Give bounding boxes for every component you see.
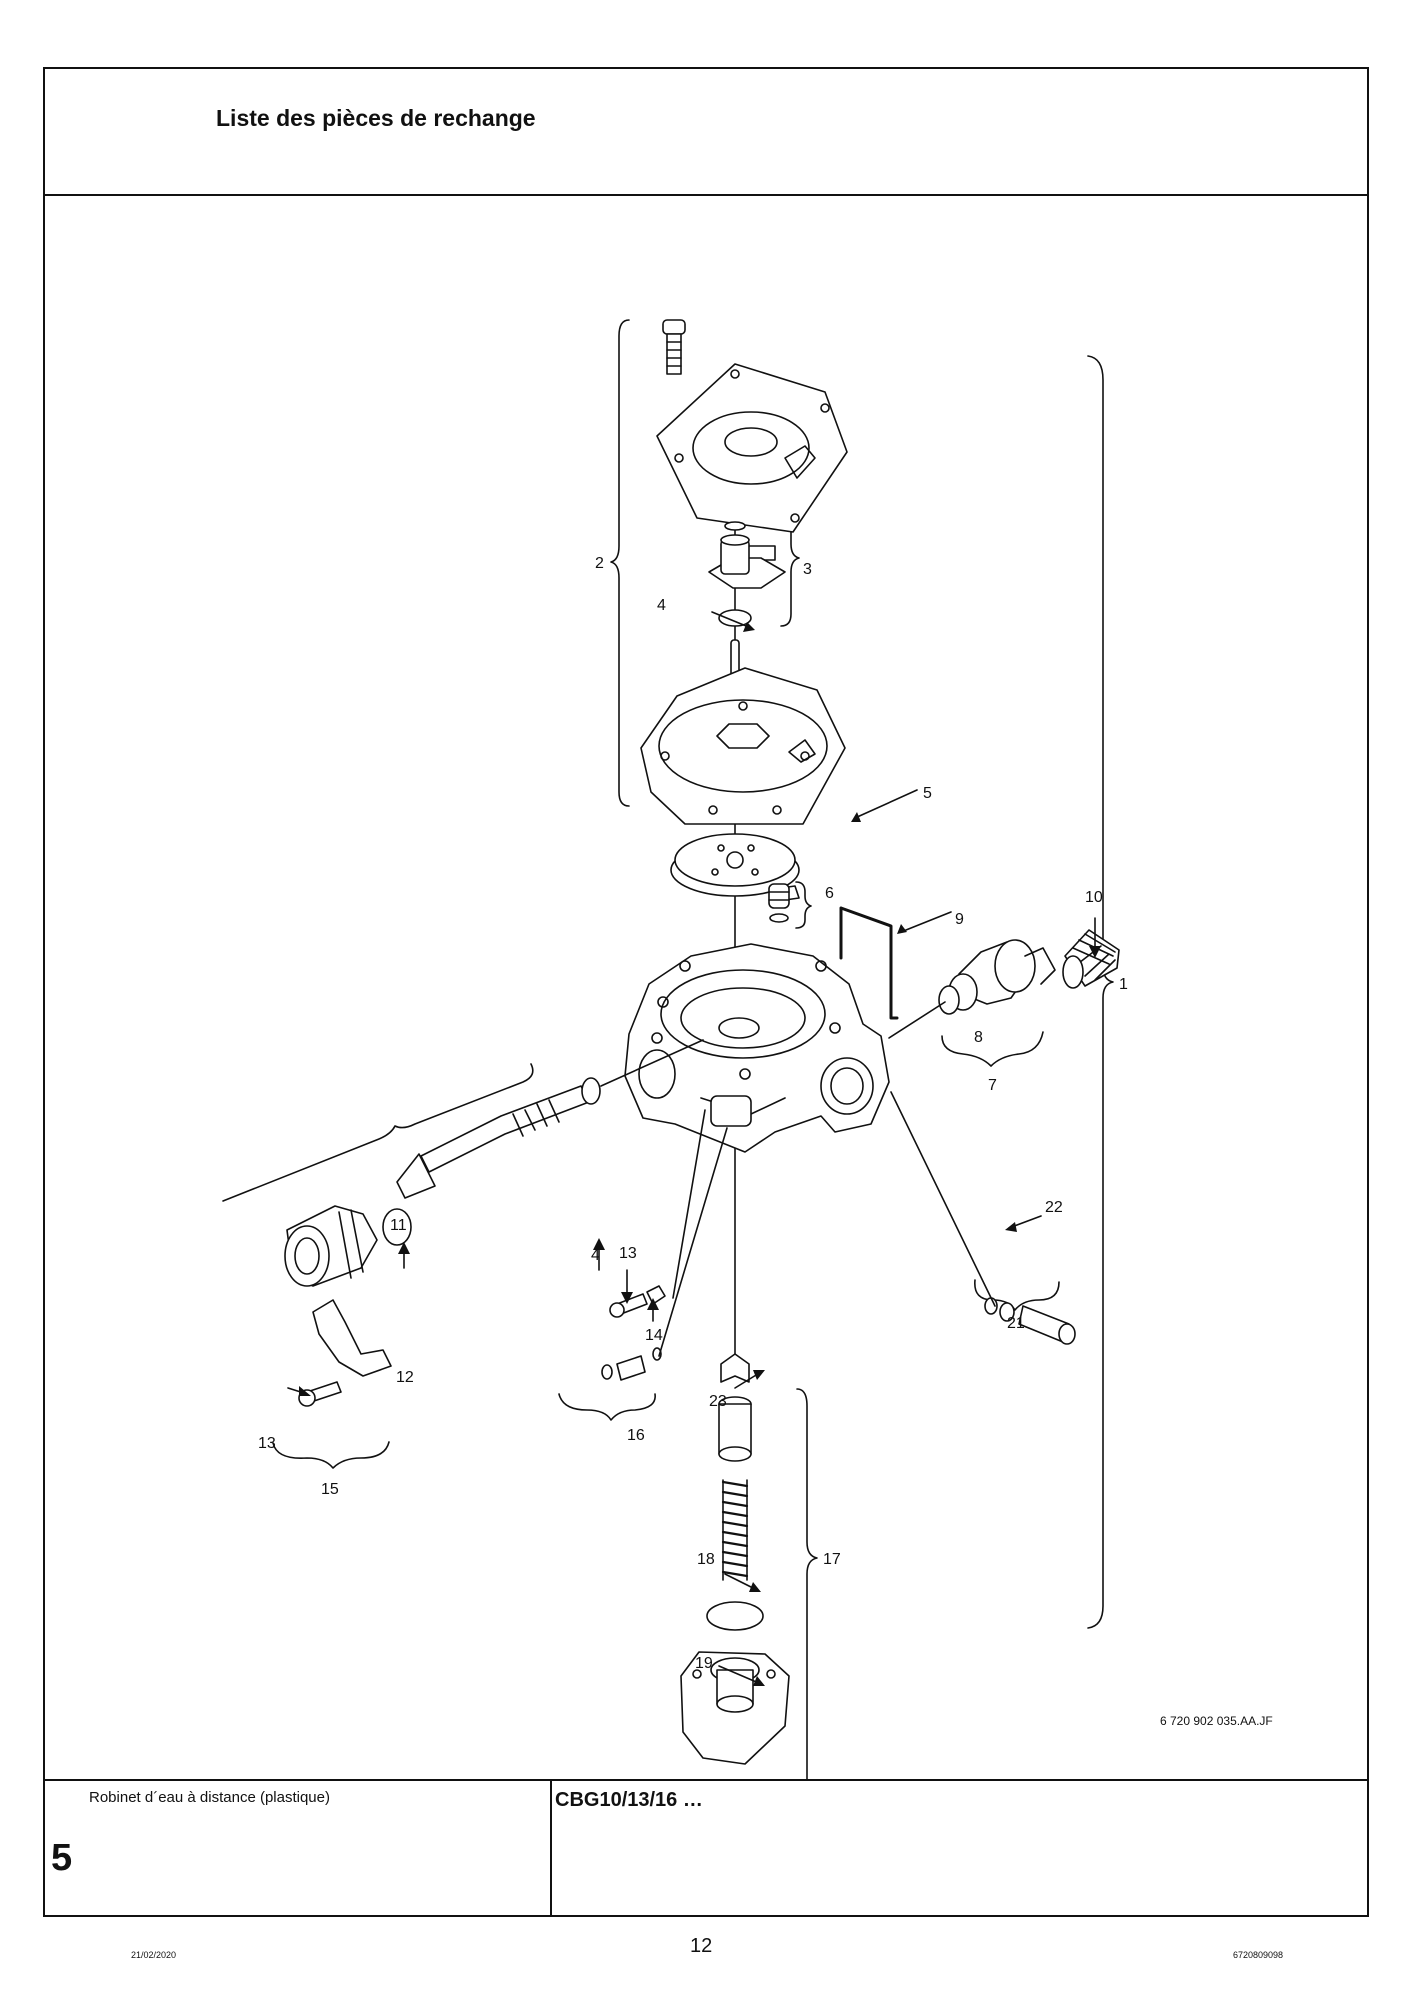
model-designation: CBG10/13/16 …: [555, 1789, 703, 1811]
part-main-body: [624, 943, 890, 1153]
brace-15: [272, 1441, 390, 1469]
leader-4a: [711, 611, 752, 629]
header-row: Liste des pièces de rechange: [45, 69, 1367, 196]
part-u-clip: [839, 906, 899, 1020]
callout-5: 5: [923, 785, 932, 802]
callout-21: 21: [1007, 1315, 1025, 1332]
brace-16: [558, 1393, 656, 1421]
part-spring: [721, 1479, 749, 1581]
brace-21: [974, 1279, 1060, 1311]
part-top-cover: [656, 363, 848, 533]
callout-8: 8: [974, 1029, 983, 1046]
page-title: Liste des pièces de rechange: [216, 105, 536, 131]
part-oring-12: [382, 1208, 412, 1246]
page-date: 21/02/2020: [131, 1950, 177, 1960]
brace-17: [796, 1388, 818, 1779]
footer-caption: Robinet d´eau à distance (plastique): [89, 1789, 330, 1806]
part-oring-inlet: [938, 985, 960, 1015]
part-screw-13-mid: [609, 1293, 648, 1318]
callout-4-lower: 4: [591, 1247, 600, 1264]
document-number: 6720809098: [1233, 1950, 1284, 1960]
exploded-diagram-drawing: 1 2 3 4 5 6 7 8 9 10 11 12 13 13 14 15 1…: [222, 319, 1128, 1779]
page-frame: Liste des pièces de rechange: [43, 67, 1369, 1917]
leader-spindle-body: [600, 1039, 704, 1087]
footer-row: Robinet d´eau à distance (plastique) 5 C…: [45, 1779, 1367, 1917]
callout-4-upper: 4: [657, 597, 666, 614]
leader-inlet-body: [888, 1001, 946, 1039]
part-gland-nut: [284, 1205, 378, 1287]
part-bracket: [312, 1299, 392, 1377]
section-number: 5: [51, 1837, 73, 1879]
callout-23: 23: [709, 1393, 727, 1410]
callout-22: 22: [1045, 1199, 1063, 1216]
callout-7: 7: [988, 1077, 997, 1094]
callout-9: 9: [955, 911, 964, 928]
exploded-diagram: 1 2 3 4 5 6 7 8 9 10 11 12 13 13 14 15 1…: [45, 196, 1367, 1779]
footer-left-cell: Robinet d´eau à distance (plastique) 5: [45, 1781, 552, 1917]
part-coupler: [720, 1353, 750, 1383]
leader-screw16-body: [658, 1127, 728, 1357]
callout-13-lower: 13: [258, 1435, 276, 1452]
brace-6: [795, 881, 812, 929]
part-plug-6: [768, 883, 790, 923]
brace-2: [610, 319, 630, 807]
callout-17: 17: [823, 1551, 841, 1568]
callout-14: 14: [645, 1327, 663, 1344]
part-screw-top: [662, 319, 686, 375]
callout-6: 6: [825, 885, 834, 902]
callout-1: 1: [1119, 976, 1128, 993]
callout-3: 3: [803, 561, 812, 578]
part-middle-housing: [640, 667, 846, 825]
callout-18: 18: [697, 1551, 715, 1568]
brace-1: [1087, 355, 1114, 1629]
part-inlet-fitting: [948, 939, 1056, 1011]
part-oring-18: [706, 1601, 764, 1631]
leader-19: [718, 1665, 762, 1685]
part-screw-16: [601, 1347, 662, 1381]
leader-screw-body: [672, 1109, 706, 1299]
brace-11: [222, 1063, 534, 1202]
callout-2: 2: [595, 555, 604, 572]
part-clip-14: [646, 1285, 666, 1305]
callout-11: 11: [390, 1217, 407, 1234]
part-oring-4-spindle: [581, 1077, 601, 1105]
part-bottom-cover: [680, 1651, 790, 1765]
drawing-reference-code: 6 720 902 035.AA.JF: [1160, 1714, 1273, 1728]
leader-9: [900, 911, 952, 933]
part-spindle: [396, 1085, 590, 1199]
callout-10: 10: [1085, 889, 1103, 906]
part-outlet: [984, 1297, 1076, 1345]
leader-5: [854, 789, 918, 819]
callout-15: 15: [321, 1481, 339, 1498]
callout-16: 16: [627, 1427, 645, 1444]
callout-12: 12: [396, 1369, 414, 1386]
part-valve-insert: [708, 521, 786, 589]
part-diaphragm: [670, 833, 800, 901]
part-oring-4-upper: [718, 609, 752, 627]
part-plunger: [718, 1396, 752, 1462]
callout-19: 19: [695, 1655, 713, 1672]
page-number: 12: [690, 1935, 713, 1957]
part-strainer: [1062, 929, 1120, 989]
leader-outlet-body: [890, 1091, 996, 1307]
brace-7: [941, 1031, 1044, 1067]
callout-13-mid: 13: [619, 1245, 637, 1262]
